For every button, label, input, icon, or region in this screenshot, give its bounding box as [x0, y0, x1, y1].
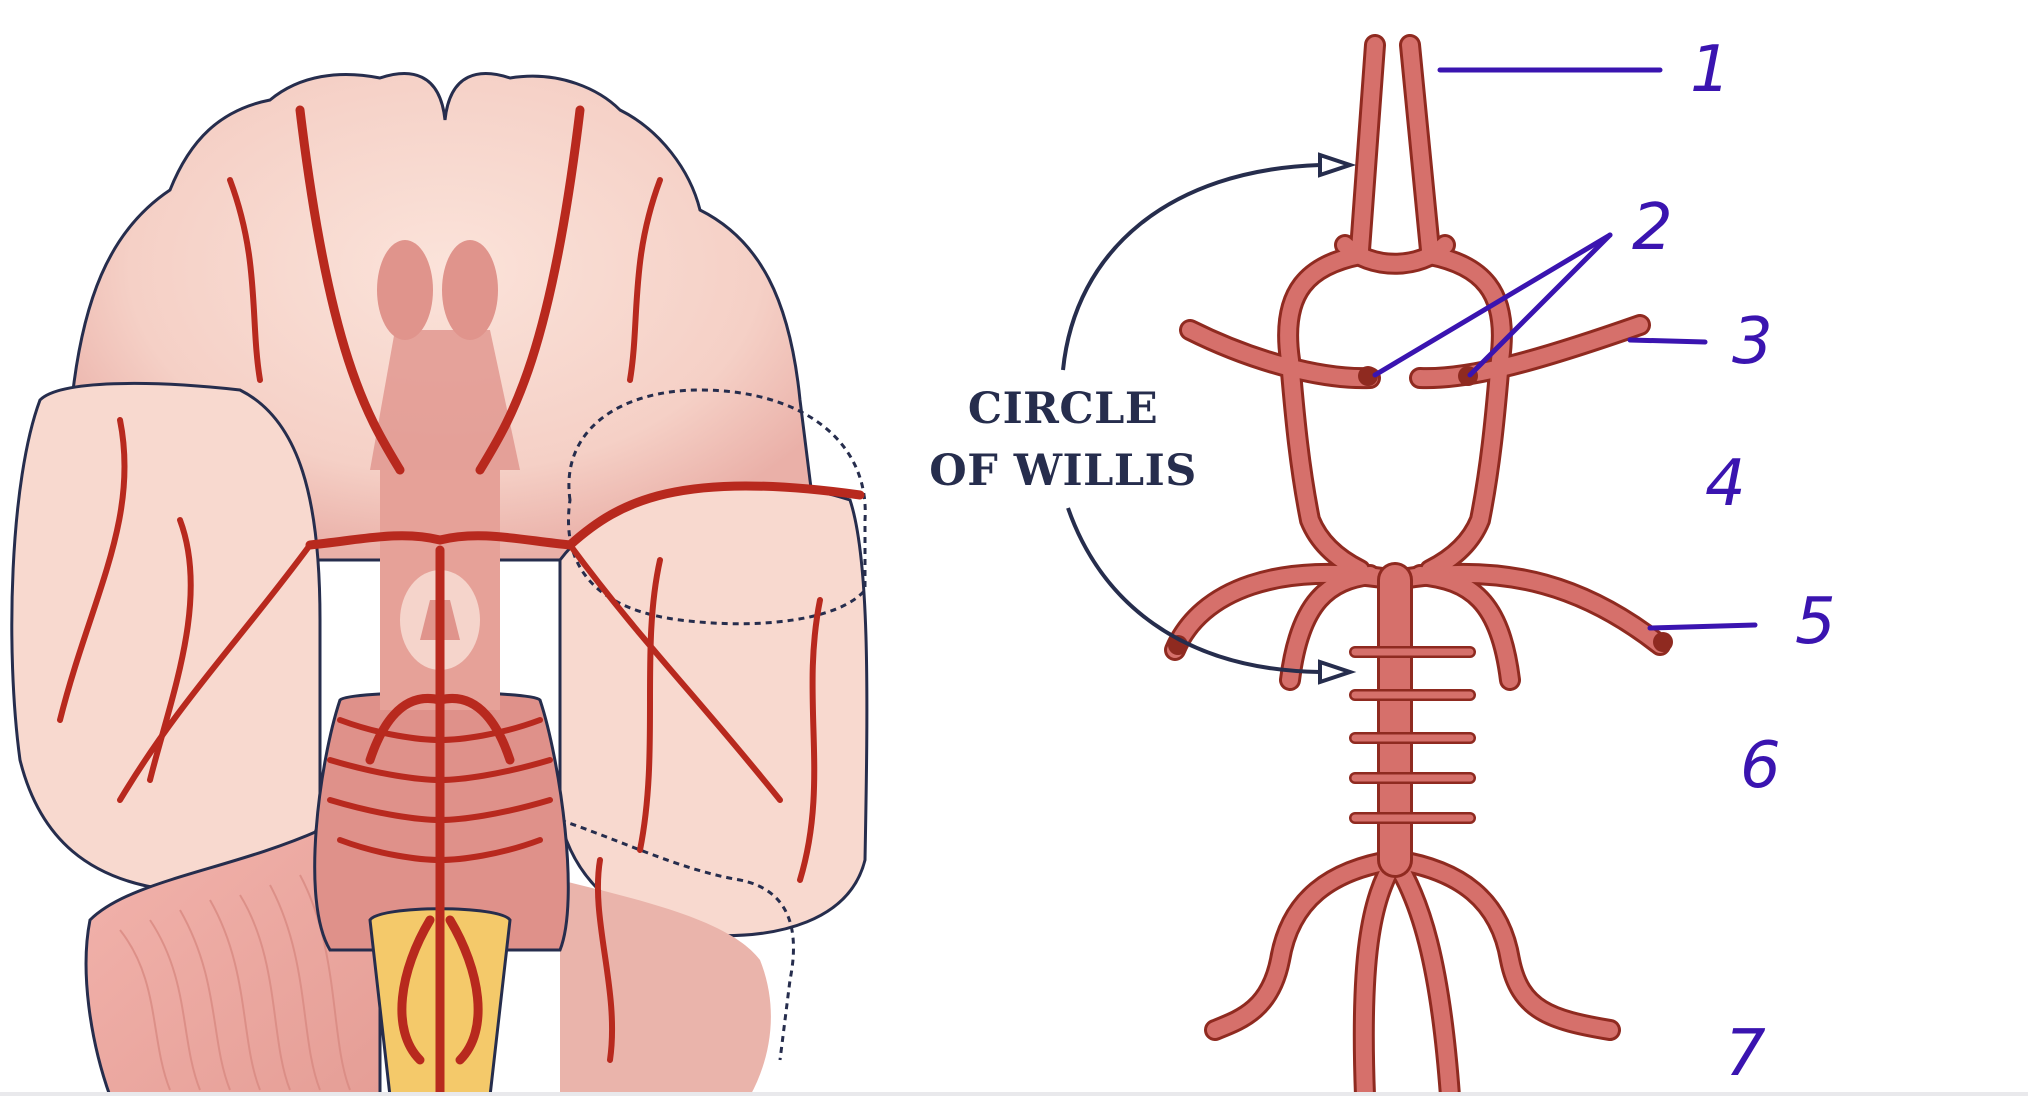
- label-1: 1: [1690, 33, 1731, 107]
- label-7: 7: [1725, 1017, 1766, 1091]
- leader-lines: [1372, 67, 1758, 1069]
- circle-of-willis-schematic: [1164, 34, 1673, 1096]
- label-6: 6: [1740, 729, 1781, 803]
- diagram-title: CIRCLE OF WILLIS: [918, 378, 1208, 502]
- label-4: 4: [1705, 447, 1746, 521]
- label-2: 2: [1632, 191, 1673, 265]
- title-line-2: OF WILLIS: [929, 446, 1197, 496]
- label-5: 5: [1795, 585, 1836, 659]
- brain-illustration: [10, 72, 869, 1096]
- bottom-edge: [0, 1092, 2028, 1096]
- label-3: 3: [1732, 305, 1773, 379]
- right-temporal-lobe: [558, 482, 869, 938]
- title-arrows: [1061, 152, 1357, 685]
- title-line-1: CIRCLE: [967, 384, 1159, 434]
- left-temporal-lobe: [10, 381, 322, 894]
